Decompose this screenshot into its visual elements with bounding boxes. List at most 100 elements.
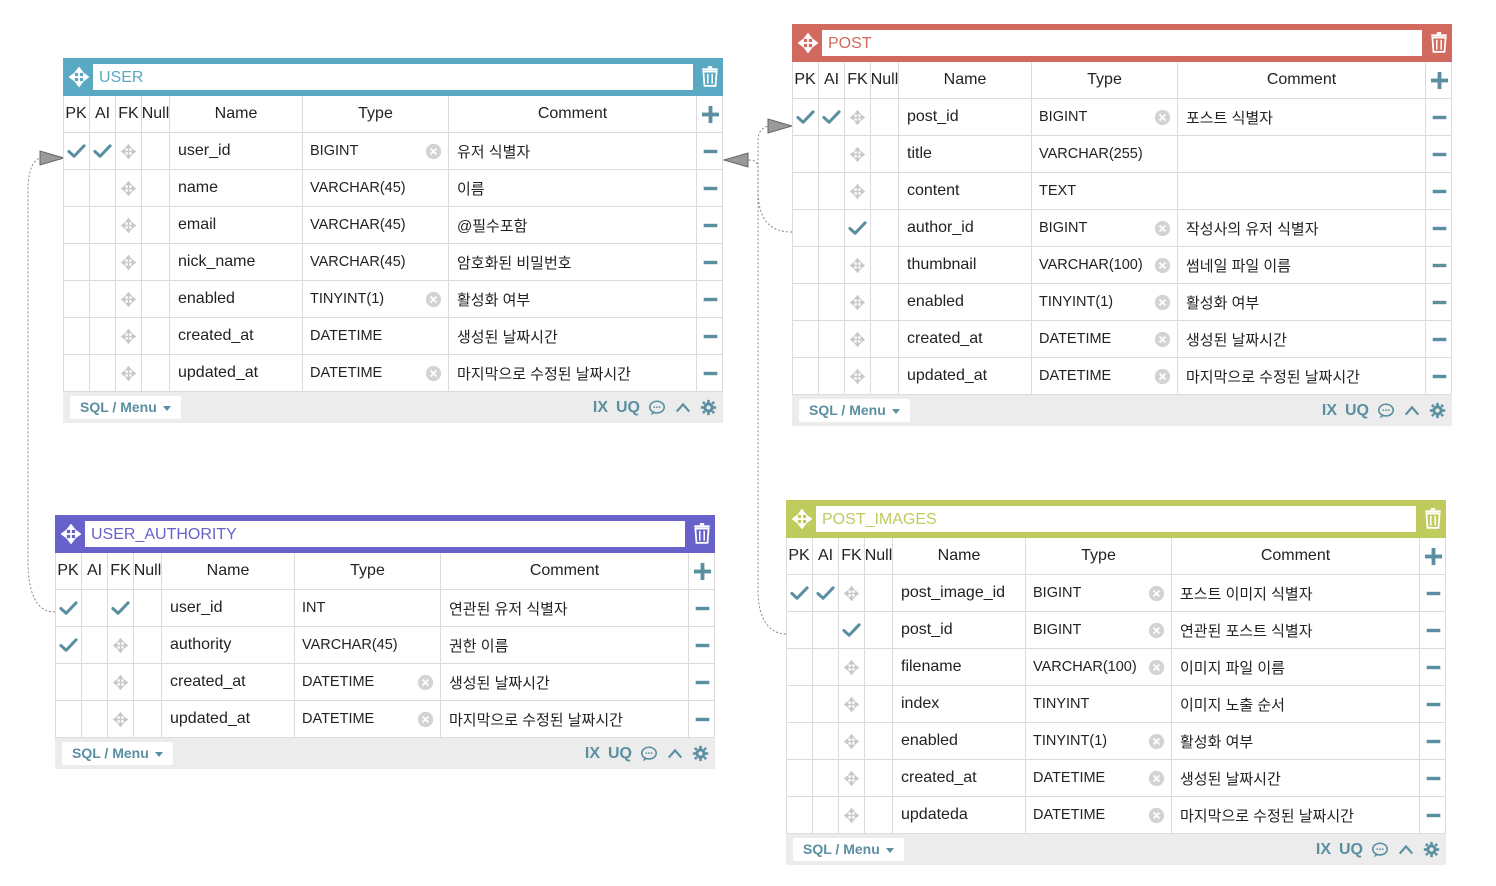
column-comment-input[interactable]: 작성사의 유저 식별자 bbox=[1178, 210, 1426, 246]
null-checkbox[interactable] bbox=[865, 686, 893, 722]
column-type-input[interactable]: BIGINT bbox=[1026, 612, 1172, 648]
column-comment-input[interactable]: 썸네일 파일 이름 bbox=[1178, 247, 1426, 283]
null-checkbox[interactable] bbox=[142, 355, 170, 391]
column-comment-input[interactable] bbox=[1178, 136, 1426, 172]
index-button[interactable]: IX bbox=[1315, 840, 1331, 858]
remove-column-button[interactable] bbox=[1420, 686, 1446, 722]
clear-icon[interactable] bbox=[425, 291, 442, 308]
remove-column-button[interactable] bbox=[1426, 284, 1452, 320]
ai-checkbox[interactable] bbox=[90, 355, 116, 391]
pk-checkbox[interactable] bbox=[55, 590, 82, 626]
index-button[interactable]: IX bbox=[584, 744, 600, 762]
clear-icon[interactable] bbox=[1148, 807, 1165, 824]
column-type-input[interactable]: DATETIME bbox=[303, 355, 449, 391]
pk-checkbox[interactable] bbox=[792, 321, 819, 357]
pk-checkbox[interactable] bbox=[786, 612, 813, 648]
column-name-input[interactable]: created_at bbox=[170, 318, 303, 354]
column-name-input[interactable]: title bbox=[899, 136, 1032, 172]
fk-toggle[interactable] bbox=[116, 170, 142, 206]
column-comment-input[interactable]: 활성화 여부 bbox=[1178, 284, 1426, 320]
column-type-input[interactable]: DATETIME bbox=[295, 664, 441, 700]
column-comment-input[interactable]: 마지막으로 수정된 날짜시간 bbox=[441, 701, 689, 737]
column-type-input[interactable]: BIGINT bbox=[1026, 575, 1172, 611]
unique-button[interactable]: UQ bbox=[608, 744, 632, 762]
comment-button[interactable] bbox=[648, 399, 666, 417]
pk-checkbox[interactable] bbox=[63, 244, 90, 280]
fk-toggle[interactable] bbox=[108, 590, 134, 626]
column-name-input[interactable]: enabled bbox=[893, 723, 1026, 759]
remove-column-button[interactable] bbox=[1426, 99, 1452, 135]
column-name-input[interactable]: updated_at bbox=[170, 355, 303, 391]
column-type-input[interactable]: VARCHAR(45) bbox=[295, 627, 441, 663]
ai-checkbox[interactable] bbox=[819, 99, 845, 135]
column-comment-input[interactable]: 마지막으로 수정된 날짜시간 bbox=[1172, 797, 1420, 833]
null-checkbox[interactable] bbox=[134, 627, 162, 663]
pk-checkbox[interactable] bbox=[786, 575, 813, 611]
ai-checkbox[interactable] bbox=[813, 575, 839, 611]
move-icon[interactable] bbox=[797, 32, 819, 54]
remove-column-button[interactable] bbox=[689, 627, 715, 663]
null-checkbox[interactable] bbox=[871, 358, 899, 394]
ai-checkbox[interactable] bbox=[82, 590, 108, 626]
clear-icon[interactable] bbox=[1148, 659, 1165, 676]
pk-checkbox[interactable] bbox=[792, 284, 819, 320]
column-name-input[interactable]: post_id bbox=[899, 99, 1032, 135]
ai-checkbox[interactable] bbox=[90, 281, 116, 317]
column-comment-input[interactable]: 활성화 여부 bbox=[1172, 723, 1420, 759]
fk-toggle[interactable] bbox=[839, 760, 865, 796]
column-name-input[interactable]: user_id bbox=[162, 590, 295, 626]
table-name-input[interactable]: USER bbox=[92, 63, 694, 91]
column-type-input[interactable]: BIGINT bbox=[1032, 99, 1178, 135]
settings-button[interactable] bbox=[1423, 841, 1440, 858]
clear-icon[interactable] bbox=[1148, 622, 1165, 639]
clear-icon[interactable] bbox=[1154, 220, 1171, 237]
fk-toggle[interactable] bbox=[839, 575, 865, 611]
settings-button[interactable] bbox=[700, 399, 717, 416]
column-type-input[interactable]: TINYINT(1) bbox=[303, 281, 449, 317]
fk-toggle[interactable] bbox=[839, 612, 865, 648]
column-type-input[interactable]: VARCHAR(100) bbox=[1026, 649, 1172, 685]
column-type-input[interactable]: TINYINT(1) bbox=[1026, 723, 1172, 759]
fk-toggle[interactable] bbox=[839, 686, 865, 722]
settings-button[interactable] bbox=[692, 745, 709, 762]
comment-button[interactable] bbox=[1371, 841, 1389, 859]
fk-toggle[interactable] bbox=[108, 664, 134, 700]
pk-checkbox[interactable] bbox=[63, 207, 90, 243]
collapse-button[interactable] bbox=[666, 745, 684, 763]
move-icon[interactable] bbox=[791, 508, 813, 530]
clear-icon[interactable] bbox=[1154, 331, 1171, 348]
ai-checkbox[interactable] bbox=[813, 649, 839, 685]
column-comment-input[interactable]: 포스트 식별자 bbox=[1178, 99, 1426, 135]
ai-checkbox[interactable] bbox=[813, 760, 839, 796]
pk-checkbox[interactable] bbox=[792, 210, 819, 246]
remove-column-button[interactable] bbox=[1426, 321, 1452, 357]
null-checkbox[interactable] bbox=[142, 170, 170, 206]
null-checkbox[interactable] bbox=[871, 247, 899, 283]
sql-menu-button[interactable]: SQL / Menu bbox=[70, 396, 181, 419]
collapse-button[interactable] bbox=[1403, 402, 1421, 420]
column-name-input[interactable]: enabled bbox=[170, 281, 303, 317]
column-name-input[interactable]: thumbnail bbox=[899, 247, 1032, 283]
column-name-input[interactable]: created_at bbox=[899, 321, 1032, 357]
remove-column-button[interactable] bbox=[689, 664, 715, 700]
column-comment-input[interactable]: 활성화 여부 bbox=[449, 281, 697, 317]
table-name-input[interactable]: POST bbox=[821, 29, 1423, 57]
fk-toggle[interactable] bbox=[845, 358, 871, 394]
column-comment-input[interactable]: 생성된 날짜시간 bbox=[1172, 760, 1420, 796]
null-checkbox[interactable] bbox=[871, 284, 899, 320]
index-button[interactable]: IX bbox=[1321, 401, 1337, 419]
pk-checkbox[interactable] bbox=[55, 627, 82, 663]
column-comment-input[interactable]: 마지막으로 수정된 날짜시간 bbox=[449, 355, 697, 391]
column-name-input[interactable]: enabled bbox=[899, 284, 1032, 320]
index-button[interactable]: IX bbox=[592, 398, 608, 416]
column-type-input[interactable]: DATETIME bbox=[303, 318, 449, 354]
column-comment-input[interactable]: 연관된 포스트 식별자 bbox=[1172, 612, 1420, 648]
column-comment-input[interactable]: 생성된 날짜시간 bbox=[449, 318, 697, 354]
null-checkbox[interactable] bbox=[865, 760, 893, 796]
pk-checkbox[interactable] bbox=[792, 247, 819, 283]
remove-column-button[interactable] bbox=[1426, 210, 1452, 246]
column-comment-input[interactable]: 포스트 이미지 식별자 bbox=[1172, 575, 1420, 611]
null-checkbox[interactable] bbox=[865, 575, 893, 611]
fk-toggle[interactable] bbox=[845, 99, 871, 135]
fk-toggle[interactable] bbox=[116, 281, 142, 317]
